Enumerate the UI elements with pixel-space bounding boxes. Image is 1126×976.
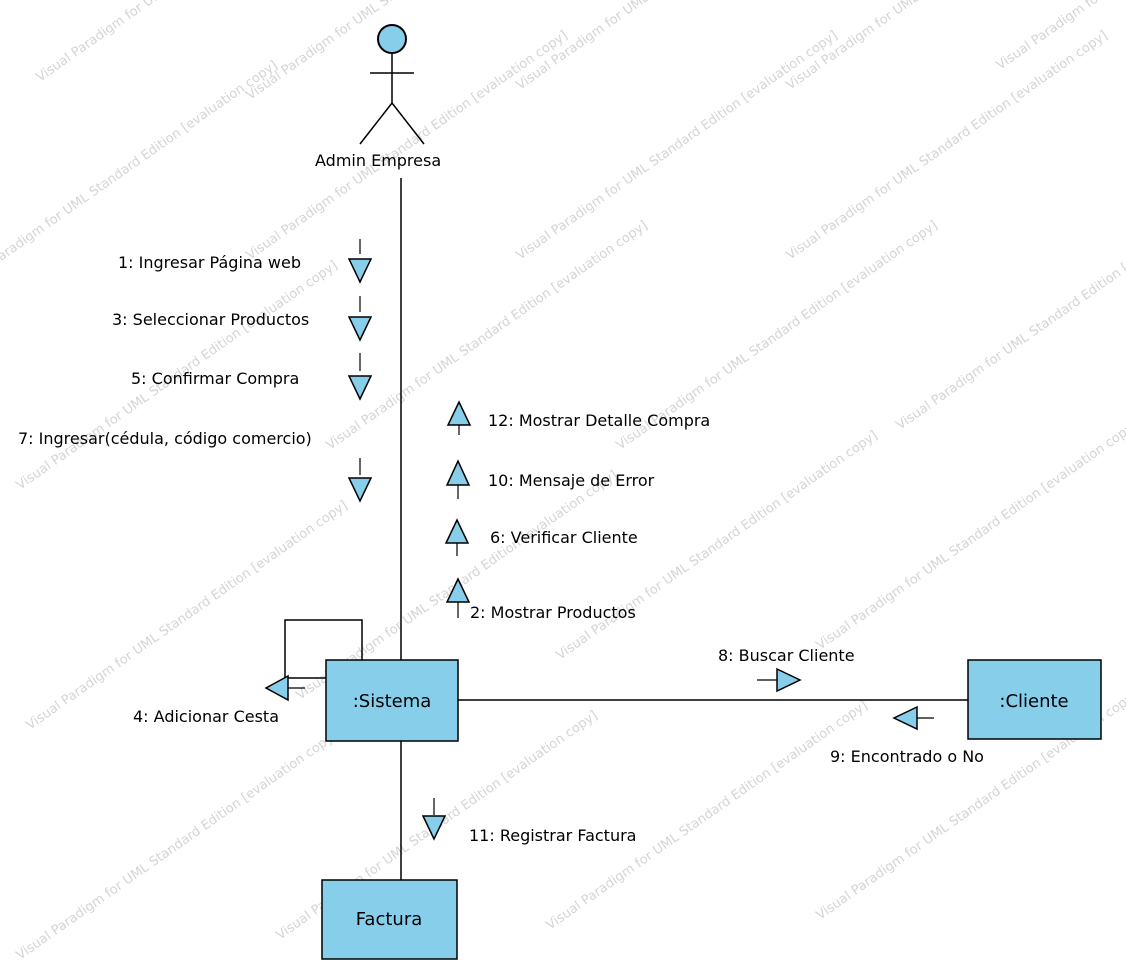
message-6[interactable]: 6: Verificar Cliente — [444, 518, 638, 556]
message-4-label: 4: Adicionar Cesta — [133, 707, 279, 726]
node-factura[interactable]: Factura — [321, 879, 458, 960]
message-1[interactable]: 1: Ingresar Página web — [118, 239, 373, 284]
node-factura-box — [321, 879, 458, 960]
node-sistema[interactable]: :Sistema — [325, 659, 459, 742]
message-2-label: 2: Mostrar Productos — [470, 603, 636, 622]
actor-right-leg — [391, 102, 425, 145]
node-cliente-label: :Cliente — [999, 691, 1068, 712]
node-cliente-box — [967, 659, 1102, 740]
down-arrow-icon — [421, 815, 447, 841]
node-cliente[interactable]: :Cliente — [967, 659, 1102, 740]
message-12-label: 12: Mostrar Detalle Compra — [488, 411, 710, 430]
down-arrow-icon — [347, 316, 373, 342]
message-5-label: 5: Confirmar Compra — [131, 369, 299, 388]
node-factura-label: Factura — [356, 909, 423, 930]
actor-admin-empresa[interactable]: Admin Empresa — [315, 24, 441, 170]
message-3-label: 3: Seleccionar Productos — [112, 310, 309, 329]
stick-figure-icon — [359, 24, 425, 145]
node-sistema-label: :Sistema — [353, 691, 432, 712]
down-arrow-icon — [347, 258, 373, 284]
message-9[interactable]: 9: Encontrado o No — [830, 705, 984, 766]
message-8-label: 8: Buscar Cliente — [718, 646, 855, 665]
message-7-label: 7: Ingresar(cédula, código comercio) — [18, 429, 312, 448]
message-7[interactable]: 7: Ingresar(cédula, código comercio) — [18, 429, 373, 503]
sistema-self-loop — [284, 619, 363, 679]
message-11[interactable]: 11: Registrar Factura — [421, 798, 636, 845]
message-5[interactable]: 5: Confirmar Compra — [131, 353, 373, 401]
message-10[interactable]: 10: Mensaje de Error — [445, 459, 655, 499]
message-6-label: 6: Verificar Cliente — [490, 528, 638, 547]
actor-left-leg — [359, 102, 393, 145]
message-10-label: 10: Mensaje de Error — [488, 471, 655, 490]
down-arrow-icon — [347, 477, 373, 503]
message-12[interactable]: 12: Mostrar Detalle Compra — [446, 400, 710, 435]
message-1-label: 1: Ingresar Página web — [118, 253, 301, 272]
message-2[interactable]: 2: Mostrar Productos — [445, 577, 636, 622]
message-9-label: 9: Encontrado o No — [830, 747, 984, 766]
message-4[interactable]: 4: Adicionar Cesta — [133, 674, 305, 726]
right-arrow-icon — [776, 667, 802, 693]
message-8[interactable]: 8: Buscar Cliente — [718, 646, 855, 693]
message-11-label: 11: Registrar Factura — [469, 826, 636, 845]
message-3[interactable]: 3: Seleccionar Productos — [112, 296, 373, 342]
down-arrow-icon — [347, 375, 373, 401]
actor-head — [377, 24, 407, 54]
node-sistema-box — [325, 659, 459, 742]
actor-label: Admin Empresa — [315, 151, 441, 170]
